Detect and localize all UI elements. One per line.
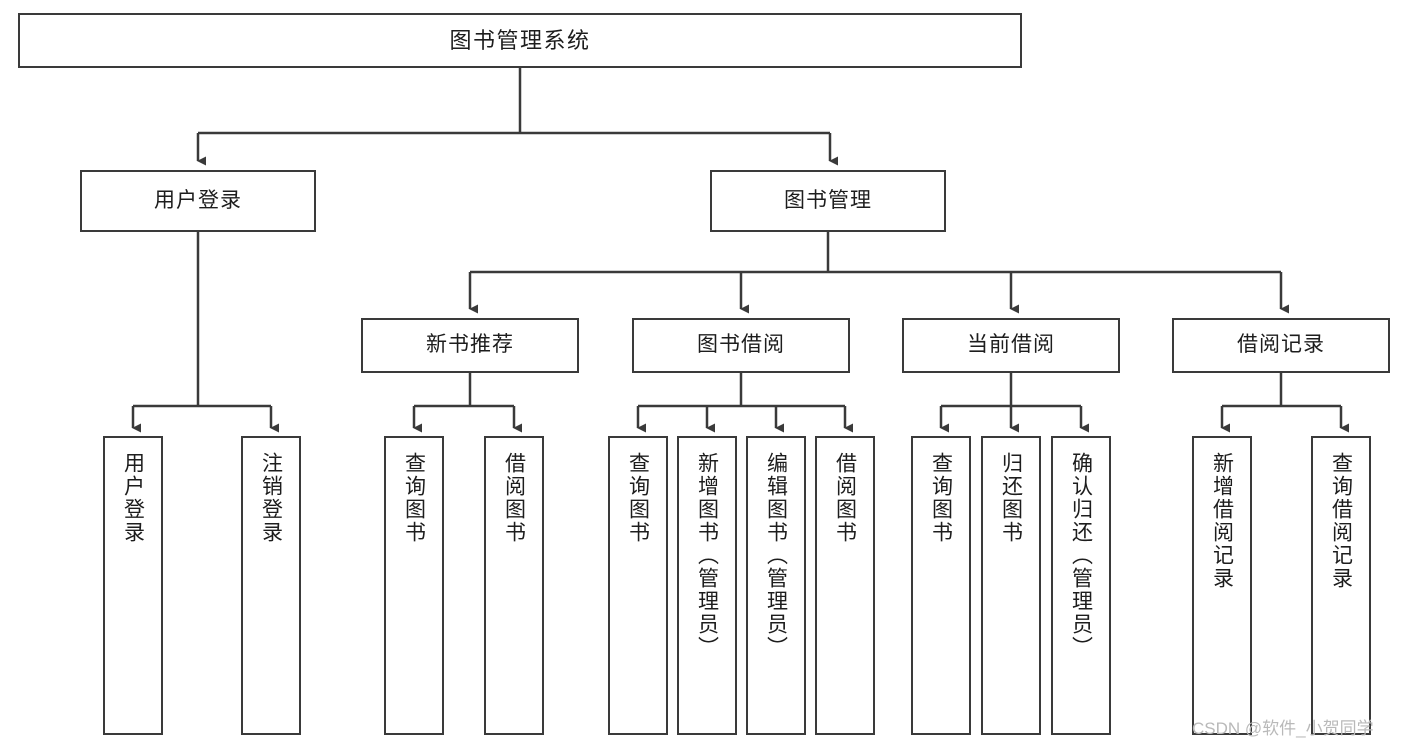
node-leaf-confirm-return-admin[interactable]: 确认归还（管理员） <box>1051 436 1111 735</box>
node-label: 查询图书 <box>402 452 426 544</box>
node-label: 新增借阅记录 <box>1210 452 1234 590</box>
node-label: 图书管理 <box>784 188 872 212</box>
node-current-borrowing[interactable]: 当前借阅 <box>902 318 1120 373</box>
node-borrowing-records[interactable]: 借阅记录 <box>1172 318 1390 373</box>
node-label: 注销登录 <box>259 452 283 544</box>
node-label: 用户登录 <box>121 452 145 544</box>
node-leaf-borrow-books-newbook[interactable]: 借阅图书 <box>484 436 544 735</box>
node-leaf-query-borrow-record[interactable]: 查询借阅记录 <box>1311 436 1371 735</box>
node-leaf-edit-book-admin[interactable]: 编辑图书（管理员） <box>746 436 806 735</box>
node-label: 用户登录 <box>154 188 242 212</box>
node-label: 确认归还（管理员） <box>1069 452 1093 659</box>
node-leaf-borrow-books[interactable]: 借阅图书 <box>815 436 875 735</box>
node-label: 当前借阅 <box>967 333 1055 357</box>
node-user-login[interactable]: 用户登录 <box>80 170 316 232</box>
node-leaf-add-borrow-record[interactable]: 新增借阅记录 <box>1192 436 1252 735</box>
node-label: 借阅图书 <box>833 452 857 544</box>
node-leaf-query-books-newbook[interactable]: 查询图书 <box>384 436 444 735</box>
watermark: CSDN @软件_小贺同学 <box>1192 719 1374 738</box>
node-leaf-query-books-borrow[interactable]: 查询图书 <box>608 436 668 735</box>
node-root-book-management-system[interactable]: 图书管理系统 <box>18 13 1022 68</box>
node-label: 查询图书 <box>626 452 650 544</box>
node-leaf-return-books[interactable]: 归还图书 <box>981 436 1041 735</box>
node-leaf-logout[interactable]: 注销登录 <box>241 436 301 735</box>
node-label: 借阅图书 <box>502 452 526 544</box>
node-label: 借阅记录 <box>1237 333 1325 357</box>
node-label: 归还图书 <box>999 452 1023 544</box>
node-book-management[interactable]: 图书管理 <box>710 170 946 232</box>
node-label: 查询借阅记录 <box>1329 452 1353 590</box>
node-label: 编辑图书（管理员） <box>764 452 788 659</box>
node-label: 图书借阅 <box>697 333 785 357</box>
node-leaf-user-login[interactable]: 用户登录 <box>103 436 163 735</box>
node-book-borrowing[interactable]: 图书借阅 <box>632 318 850 373</box>
node-label: 图书管理系统 <box>449 27 591 53</box>
node-label: 新增图书（管理员） <box>695 452 719 659</box>
node-new-book-recommendation[interactable]: 新书推荐 <box>361 318 579 373</box>
node-label: 新书推荐 <box>426 333 514 357</box>
node-leaf-query-books-current[interactable]: 查询图书 <box>911 436 971 735</box>
node-leaf-add-book-admin[interactable]: 新增图书（管理员） <box>677 436 737 735</box>
node-label: 查询图书 <box>929 452 953 544</box>
